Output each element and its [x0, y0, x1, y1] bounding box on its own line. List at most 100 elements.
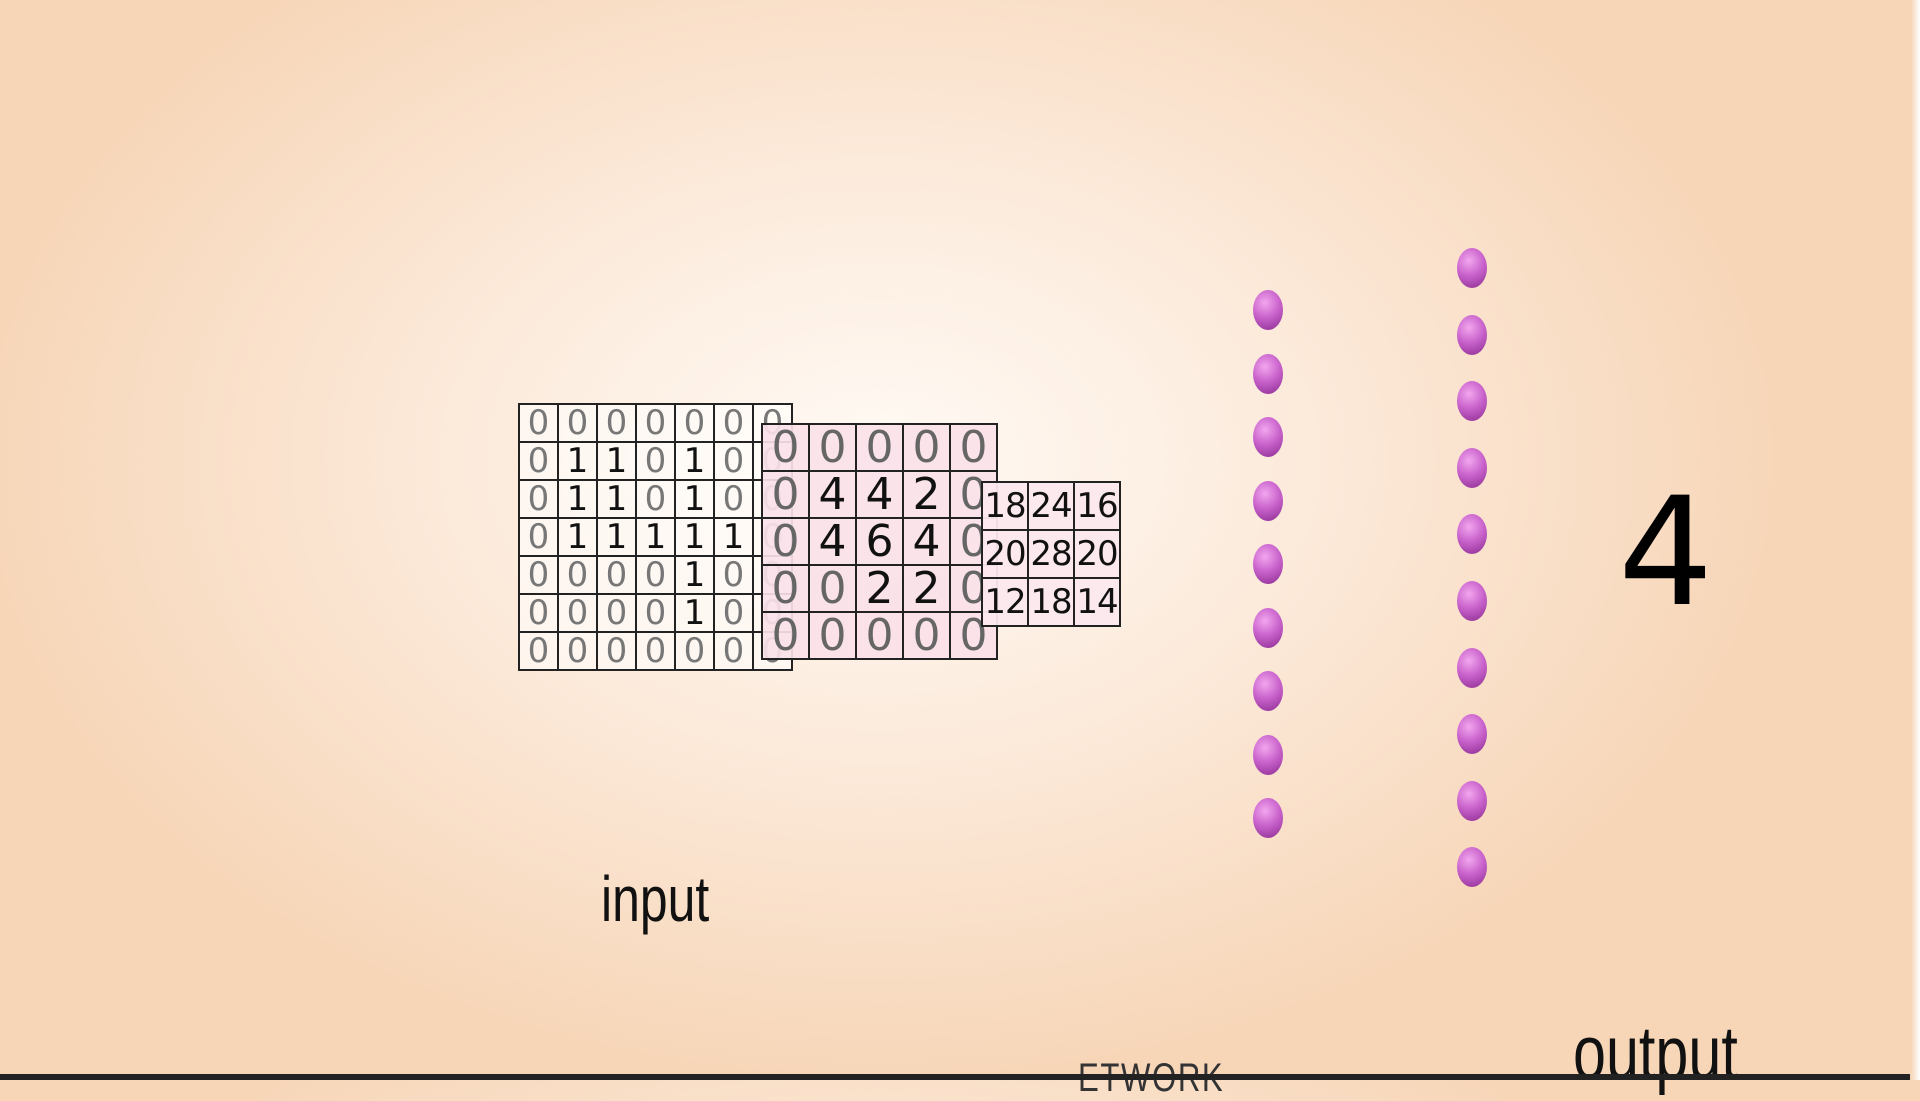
input-cell: 0: [635, 403, 676, 443]
input-cell: 0: [713, 593, 754, 633]
input-cell: 0: [713, 555, 754, 595]
output-neuron: [1457, 381, 1487, 422]
input-cell: 0: [596, 403, 637, 443]
output-neuron: [1457, 514, 1487, 555]
input-cell: 1: [557, 479, 598, 519]
input-cell: 1: [674, 555, 715, 595]
input-cell: 0: [518, 555, 559, 595]
conv-cell: 2: [902, 470, 951, 519]
input-cell: 1: [596, 517, 637, 557]
input-matrix: 0000000011010001101000111110000010000001…: [518, 403, 793, 671]
pool-cell: 14: [1073, 577, 1121, 627]
conv-cell: 0: [949, 611, 998, 660]
conv-cell: 0: [855, 611, 904, 660]
output-neuron: [1457, 647, 1487, 688]
input-cell: 0: [713, 479, 754, 519]
output-neuron: [1457, 314, 1487, 355]
input-cell: 1: [557, 517, 598, 557]
input-cell: 0: [635, 441, 676, 481]
hidden-neuron: [1253, 544, 1283, 584]
bottom-border: [0, 1074, 1920, 1080]
input-cell: 1: [713, 517, 754, 557]
hidden-neuron: [1253, 353, 1283, 394]
output-neuron: [1457, 847, 1487, 888]
input-cell: 0: [518, 441, 559, 481]
input-cell: 0: [518, 479, 559, 519]
input-label: input: [601, 863, 710, 935]
hidden-neuron: [1253, 480, 1283, 521]
input-cell: 0: [518, 593, 559, 633]
input-cell: 0: [635, 555, 676, 595]
conv-cell: 0: [761, 564, 810, 613]
conv-cell: 2: [855, 564, 904, 613]
pool-cell: 12: [981, 577, 1029, 627]
conv-cell: 4: [902, 517, 951, 566]
conv-cell: 0: [808, 423, 857, 472]
conv-cell: 0: [855, 423, 904, 472]
hidden-neuron: [1253, 798, 1283, 838]
input-cell: 0: [674, 631, 715, 671]
conv-cell: 0: [761, 423, 810, 472]
input-cell: 0: [518, 631, 559, 671]
input-cell: 1: [596, 479, 637, 519]
conv-cell: 0: [949, 423, 998, 472]
conv-cell: 0: [808, 564, 857, 613]
input-cell: 0: [635, 593, 676, 633]
pool-cell: 18: [981, 481, 1029, 531]
input-cell: 1: [674, 517, 715, 557]
output-digit: 4: [1618, 466, 1714, 640]
pool-cell: 18: [1027, 577, 1075, 627]
input-cell: 1: [596, 441, 637, 481]
input-cell: 1: [635, 517, 676, 557]
conv-cell: 0: [761, 470, 810, 519]
input-cell: 0: [713, 403, 754, 443]
conv-cell: 4: [808, 517, 857, 566]
input-cell: 0: [713, 441, 754, 481]
hidden-neuron: [1253, 417, 1283, 457]
hidden-neuron: [1253, 290, 1283, 330]
conv-cell: 0: [808, 611, 857, 660]
conv-cell: 4: [808, 470, 857, 519]
input-cell: 0: [596, 631, 637, 671]
input-cell: 1: [674, 441, 715, 481]
input-cell: 0: [518, 403, 559, 443]
input-cell: 0: [713, 631, 754, 671]
input-cell: 0: [674, 403, 715, 443]
pool-cell: 28: [1027, 529, 1075, 579]
output-neuron: [1457, 780, 1487, 821]
right-edge: [1910, 0, 1920, 1080]
input-cell: 0: [635, 479, 676, 519]
input-cell: 0: [635, 631, 676, 671]
conv-cell: 4: [855, 470, 904, 519]
input-cell: 0: [557, 593, 598, 633]
hidden-neuron: [1253, 607, 1283, 648]
output-neuron: [1457, 248, 1487, 288]
input-cell: 1: [674, 593, 715, 633]
hidden-neuron: [1253, 734, 1283, 775]
input-cell: 1: [557, 441, 598, 481]
conv-cell: 0: [761, 517, 810, 566]
pool-cell: 16: [1073, 481, 1121, 531]
pool-cell: 24: [1027, 481, 1075, 531]
input-cell: 0: [518, 517, 559, 557]
hidden-neuron: [1253, 671, 1283, 711]
input-cell: 0: [557, 631, 598, 671]
input-cell: 0: [557, 555, 598, 595]
output-neuron: [1457, 447, 1487, 488]
